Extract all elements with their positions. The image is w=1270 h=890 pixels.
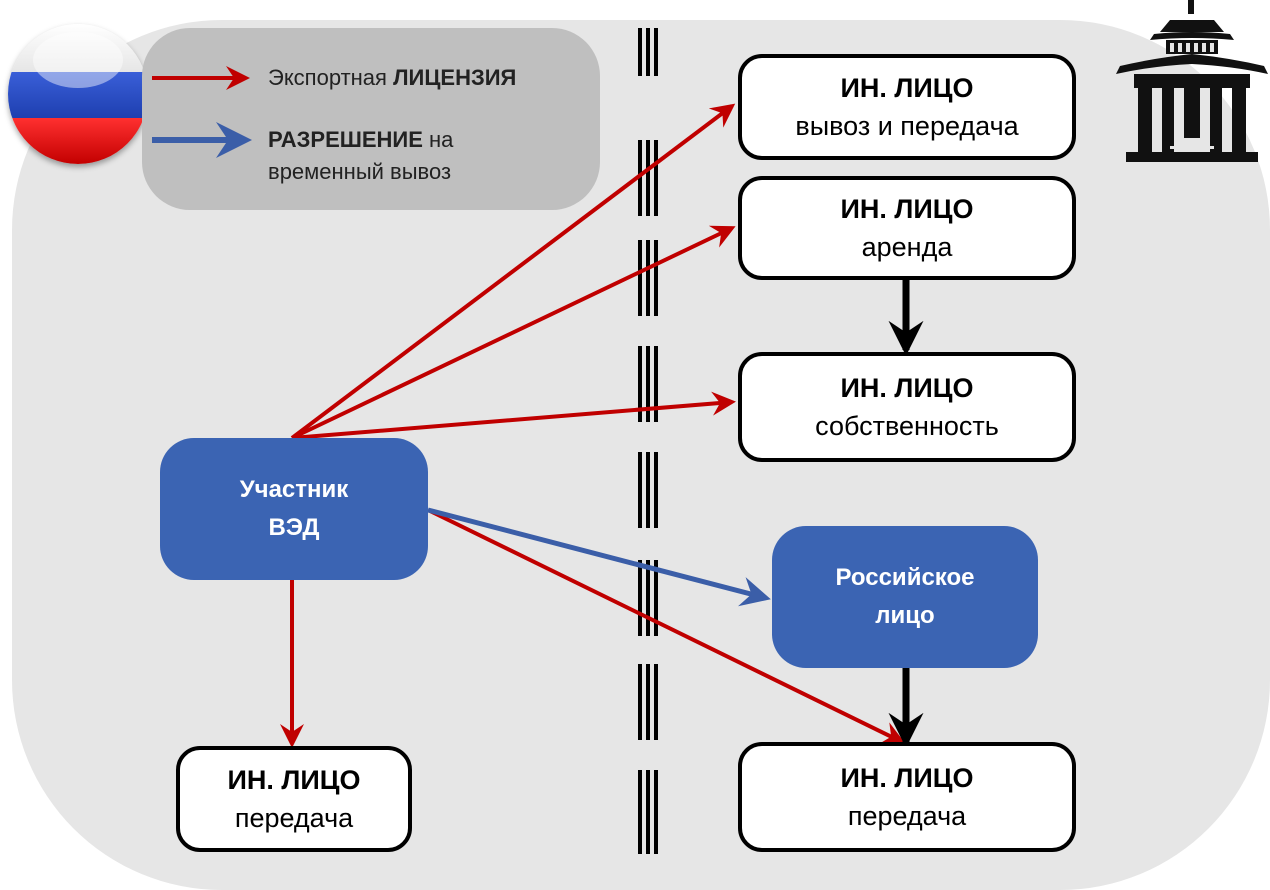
russian-person-node: Российское лицо — [772, 526, 1038, 668]
node-title: ИН. ЛИЦО — [227, 765, 361, 795]
node-subtitle: аренда — [861, 232, 953, 262]
node-export-transfer: ИН. ЛИЦО вывоз и передача — [738, 54, 1076, 160]
node-title: ИН. ЛИЦО — [840, 373, 974, 403]
arrow-to-rent — [291, 225, 736, 440]
node-title: ИН. ЛИЦО — [840, 763, 974, 793]
participant-node: Участник ВЭД — [160, 438, 428, 580]
node-subtitle: собственность — [815, 411, 999, 441]
participant-line2: ВЭД — [268, 514, 320, 541]
node-transfer-right: ИН. ЛИЦО передача — [738, 742, 1076, 852]
arrow-to-ownership — [291, 391, 736, 440]
arrow-to-export-transfer — [290, 103, 736, 440]
arrow-to-transfer-right — [427, 508, 906, 744]
legend-license-label: Экспортная ЛИЦЕНЗИЯ — [268, 65, 517, 90]
node-subtitle: передача — [234, 803, 354, 833]
node-rent: ИН. ЛИЦО аренда — [738, 176, 1076, 280]
node-ownership: ИН. ЛИЦО собственность — [738, 352, 1076, 462]
node-transfer-left: ИН. ЛИЦО передача — [176, 746, 412, 852]
arrow-to-russian-person — [427, 507, 771, 607]
node-subtitle: вывоз и передача — [795, 111, 1019, 141]
node-title: ИН. ЛИЦО — [840, 194, 974, 224]
node-subtitle: передача — [847, 801, 967, 831]
pagoda-icon — [1116, 0, 1268, 162]
russian-person-line2: лицо — [875, 602, 935, 629]
russian-person-line1: Российское — [835, 564, 975, 591]
border-line — [638, 28, 658, 854]
node-title: ИН. ЛИЦО — [840, 73, 974, 103]
legend — [142, 28, 600, 210]
russian-flag-icon — [8, 24, 148, 164]
legend-permit-label: РАЗРЕШЕНИЕ на временный вывоз — [268, 127, 454, 184]
participant-line1: Участник — [239, 476, 349, 503]
